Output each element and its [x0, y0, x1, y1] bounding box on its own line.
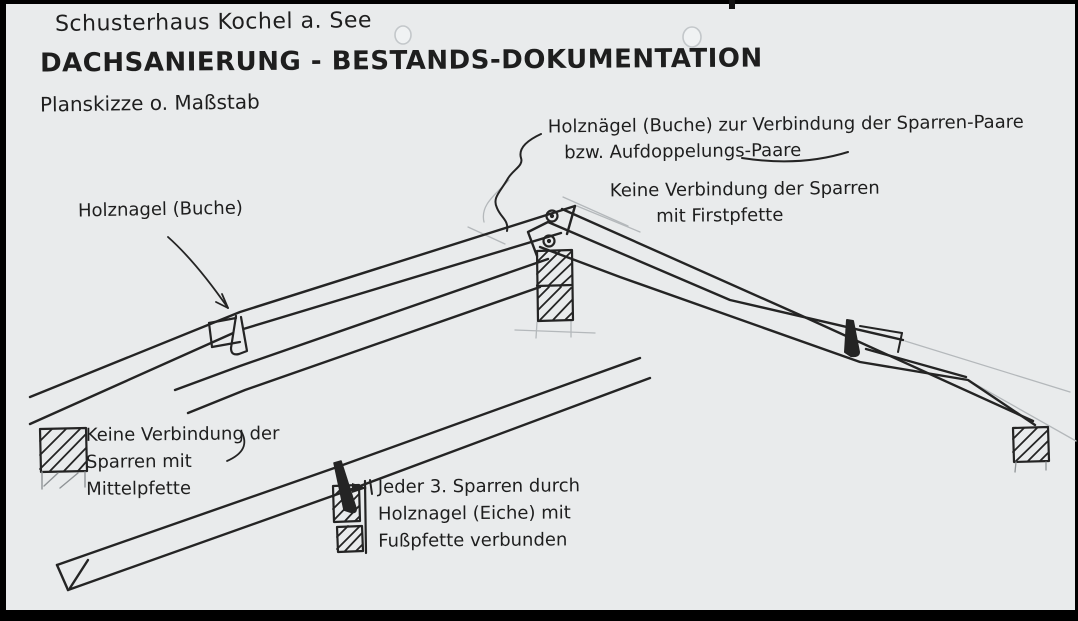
underline-swoosh [741, 151, 849, 163]
ridge-purlin-section [535, 248, 575, 323]
leader-middle-purlin [226, 430, 246, 462]
right-rafter-pair [538, 207, 1037, 427]
note-middle-purlin-line2: Sparren mit [85, 450, 192, 473]
note-no-ridge-connection-line1: Keine Verbindung der Sparren [609, 177, 880, 202]
note-middle-purlin: Keine Verbindung der Sparren mit Mittelp… [86, 420, 280, 503]
note-ridge-nails-line2: bzw. Aufdoppelungs-Paare [564, 139, 802, 164]
note-no-ridge-connection-line2: mit Firstpfette [656, 204, 784, 227]
doc-title: DACHSANIERUNG - BESTANDS-DOKUMENTATION [39, 43, 763, 79]
note-foot-purlin-line3: Fußpfette verbunden [378, 529, 568, 552]
note-no-ridge-connection: Keine Verbindung der Sparren mit Firstpf… [610, 176, 880, 231]
arrow-to-left-peg [167, 236, 229, 309]
left-rafter-peg [207, 314, 249, 356]
note-ridge-nails-line1: Holznägel (Buche) zur Verbindung der Spa… [547, 111, 1024, 138]
scale-note: Planskizze o. Maßstab [39, 89, 260, 117]
ridge-nail-circles [542, 209, 559, 248]
punch-holes [394, 25, 702, 48]
middle-purlin-section [38, 426, 89, 490]
note-rafter-nail: Holznagel (Buche) [77, 197, 244, 222]
note-foot-purlin-line1: Jeder 3. Sparren durch [377, 475, 581, 498]
note-ridge-nails: Holznägel (Buche) zur Verbindung der Spa… [548, 110, 1024, 167]
project-name: Schusterhaus Kochel a. See [54, 8, 373, 37]
note-middle-purlin-line3: Mittelpfette [86, 477, 192, 500]
foot-peg [333, 460, 373, 514]
note-foot-purlin: Jeder 3. Sparren durch Holznagel (Eiche)… [378, 472, 581, 554]
right-purlin-section [1011, 425, 1051, 473]
leader-arrowhead [352, 483, 367, 493]
leader-squiggle-to-ridge-nails [494, 133, 542, 232]
scan-mark [729, 0, 735, 9]
note-middle-purlin-line1: Keine Verbindung der [85, 423, 280, 446]
note-foot-purlin-line2: Holznagel (Eiche) mit [377, 502, 571, 525]
right-rafter-peg [844, 319, 903, 358]
